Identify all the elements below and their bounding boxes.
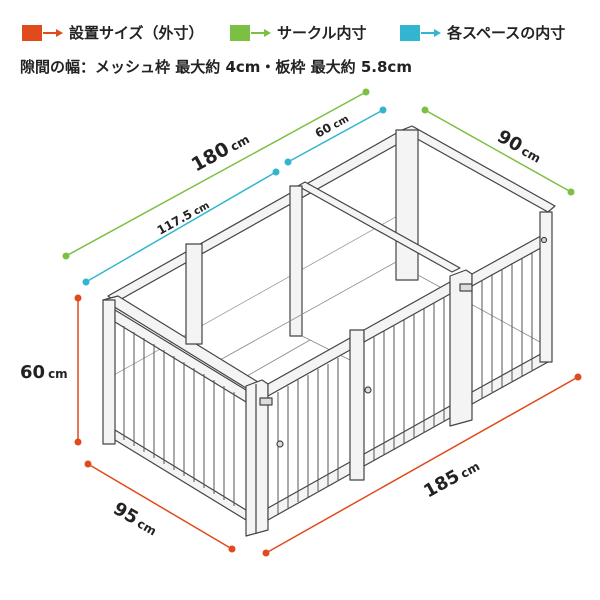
legend-label-space: 各スペースの内寸	[447, 24, 566, 42]
outer-depth-line	[87, 463, 233, 550]
right-end-panel	[471, 211, 553, 405]
legend-label-outer: 設置サイズ（外寸）	[69, 24, 204, 42]
space-depth-label: 60cm	[313, 111, 351, 141]
space-length-endpoint	[82, 278, 90, 286]
space-depth-line	[287, 109, 384, 163]
inner-length-endpoint	[62, 252, 70, 260]
outer-length-endpoint	[574, 373, 582, 381]
front-right-panel	[363, 281, 451, 467]
back-left-corner-post	[185, 243, 203, 345]
inner-depth-line	[424, 109, 572, 193]
legend: 設置サイズ（外寸） サークル内寸 各スペースの内寸	[0, 0, 600, 48]
door-handle-icon	[364, 386, 372, 394]
legend-swatch-space	[400, 24, 420, 41]
outer-depth-endpoint	[84, 460, 92, 468]
front-door-panel	[267, 337, 351, 521]
space-length-line	[85, 171, 277, 283]
latch-icon	[459, 283, 473, 292]
outer-length-line	[265, 376, 579, 554]
left-end-panel	[102, 295, 259, 521]
inner-depth-endpoint	[421, 106, 429, 114]
dimension-lines	[62, 88, 582, 557]
legend-label-inner: サークル内寸	[277, 24, 367, 42]
space-length-endpoint	[272, 168, 280, 176]
space-depth-endpoint	[284, 158, 292, 166]
outer-depth-label: 95cm	[110, 498, 162, 540]
legend-item-inner: サークル内寸	[230, 22, 367, 43]
inner-depth-label: 90cm	[494, 126, 546, 167]
inner-length-line	[65, 91, 367, 257]
front-right-corner-post	[449, 269, 473, 427]
inner-depth-endpoint	[567, 188, 575, 196]
arrow-right-icon	[43, 25, 65, 41]
playpen	[102, 125, 556, 537]
gap-width-note: 隙間の幅：メッシュ枠 最大約 4cm・板枠 最大約 5.8cm	[20, 58, 412, 76]
space-depth-endpoint	[379, 106, 387, 114]
height-endpoint	[74, 438, 82, 446]
height-endpoint	[74, 294, 82, 302]
inner-length-endpoint	[362, 88, 370, 96]
hinge-icon	[540, 236, 548, 244]
front-left-corner-post	[245, 379, 273, 537]
outer-depth-endpoint	[228, 545, 236, 553]
legend-swatch-outer	[22, 24, 42, 41]
legend-swatch-inner	[230, 24, 250, 41]
inner-length-label: 180cm	[188, 127, 253, 176]
back-panels	[104, 125, 556, 381]
door-handle-icon	[276, 440, 284, 448]
latch-icon	[259, 397, 273, 406]
middle-front-post	[349, 329, 365, 481]
outer-length-endpoint	[262, 549, 270, 557]
arrow-right-icon	[421, 25, 443, 41]
legend-item-outer: 設置サイズ（外寸）	[22, 22, 204, 43]
arrow-right-icon	[251, 25, 273, 41]
outer-length-label: 185cm	[420, 455, 483, 503]
legend-item-space: 各スペースの内寸	[400, 22, 565, 43]
